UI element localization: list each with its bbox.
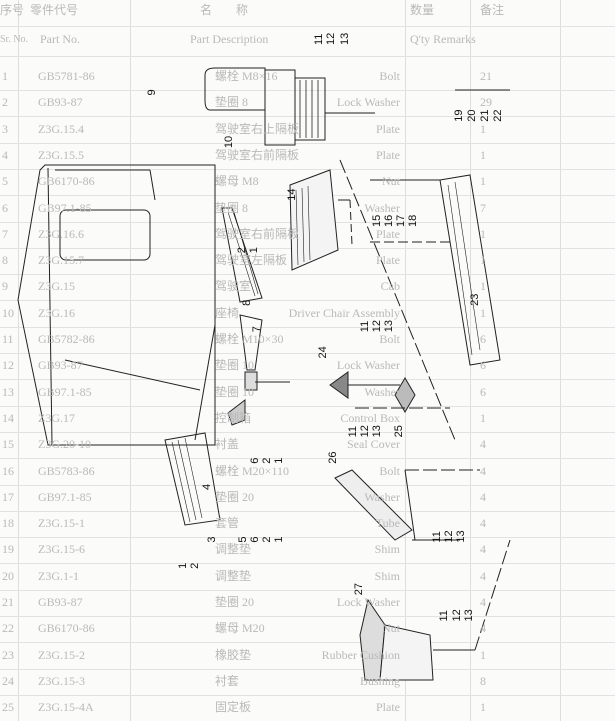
- callout-label-12: 12: [325, 33, 337, 45]
- table-row-rule: [0, 326, 615, 328]
- table-row-rule: [0, 300, 615, 302]
- table-row-rule: [0, 484, 615, 486]
- table-column-rule: [470, 0, 471, 721]
- table-row-rule: [0, 668, 615, 670]
- callout-label-12: 12: [443, 530, 455, 542]
- cab-part-9: [17, 164, 216, 446]
- callout-label-11: 11: [431, 531, 443, 542]
- callout-label-12: 12: [451, 609, 463, 621]
- callout-label-15: 15: [371, 215, 383, 227]
- table-row-rule: [0, 90, 615, 91]
- table-column-rule: [18, 0, 19, 721]
- callout-label-26: 26: [327, 451, 339, 463]
- callout-label-9: 9: [146, 89, 158, 95]
- table-header-rule: [0, 26, 615, 27]
- table-row-rule: [0, 431, 615, 433]
- callout-label-2: 2: [261, 458, 273, 464]
- callout-label-14: 14: [286, 188, 298, 200]
- plate-part-7: [239, 314, 263, 371]
- table-row-rule: [0, 116, 615, 118]
- callout-label-21: 21: [479, 110, 491, 122]
- table-row-rule: [0, 589, 615, 591]
- plate-part-25: [394, 377, 416, 413]
- callout-label-1: 1: [273, 536, 285, 542]
- callout-label-5: 5: [237, 536, 249, 542]
- callout-label-18: 18: [407, 215, 419, 227]
- plate-part-4: [227, 398, 246, 426]
- table-row-rule: [0, 563, 615, 565]
- callout-label-27: 27: [353, 583, 365, 595]
- table-row-rule: [0, 694, 615, 696]
- table-column-rule: [130, 0, 131, 721]
- table-row-rule: [0, 274, 615, 276]
- table-row-rule: [0, 142, 615, 144]
- part-27: [359, 598, 434, 681]
- callout-label-6: 6: [249, 458, 261, 464]
- callout-label-12: 12: [359, 425, 371, 437]
- bushing-part-24: [329, 371, 349, 399]
- part-26: [334, 469, 413, 541]
- callout-label-1: 1: [248, 247, 260, 253]
- table-row-rule: [0, 537, 615, 539]
- table-row-rule: [0, 616, 615, 617]
- callout-label-2: 2: [261, 536, 273, 542]
- table-row-rule: [0, 642, 615, 644]
- callout-label-8: 8: [241, 300, 253, 306]
- callout-label-19: 19: [453, 110, 465, 122]
- table-row-rule: [0, 405, 615, 407]
- control-box-part-14: [289, 169, 339, 271]
- table-row-rule: [0, 168, 615, 170]
- table-header-rule: [0, 56, 615, 57]
- callout-label-13: 13: [463, 609, 475, 621]
- callout-label-3: 3: [206, 536, 218, 542]
- callout-label-23: 23: [469, 294, 481, 306]
- callout-label-2: 2: [236, 247, 248, 253]
- callout-label-4: 4: [201, 484, 213, 490]
- callout-label-13: 13: [339, 33, 351, 45]
- plate-part-7-bracket: [244, 371, 258, 391]
- callout-label-22: 22: [492, 110, 504, 122]
- callout-label-11: 11: [347, 426, 359, 437]
- callout-label-11: 11: [438, 610, 450, 621]
- table-row-rule: [0, 458, 615, 460]
- callout-label-13: 13: [455, 530, 467, 542]
- plate-part-3: [164, 432, 221, 526]
- callout-label-16: 16: [383, 215, 395, 227]
- callout-label-11: 11: [359, 321, 371, 332]
- table-row-rule: [0, 353, 615, 354]
- table-row-rule: [0, 510, 615, 512]
- table-column-rule: [405, 0, 406, 721]
- callout-label-6: 6: [249, 536, 261, 542]
- table-row-rule: [0, 379, 615, 381]
- callout-label-7: 7: [251, 326, 263, 332]
- table-column-rule: [560, 0, 561, 721]
- callout-label-25: 25: [393, 425, 405, 437]
- driver-chair-part-10: [204, 67, 326, 146]
- callout-label-17: 17: [395, 215, 407, 227]
- callout-label-13: 13: [371, 425, 383, 437]
- callout-label-11: 11: [313, 34, 325, 45]
- callout-label-1: 1: [177, 563, 189, 569]
- callout-label-1: 1: [273, 458, 285, 464]
- callout-label-2: 2: [189, 563, 201, 569]
- callout-label-20: 20: [466, 110, 478, 122]
- callout-label-10: 10: [223, 136, 235, 148]
- callout-label-12: 12: [371, 320, 383, 332]
- callout-label-24: 24: [317, 346, 329, 358]
- callout-label-13: 13: [383, 320, 395, 332]
- plate-part-8: [221, 207, 263, 303]
- rubber-cushion-part-23: [439, 174, 501, 366]
